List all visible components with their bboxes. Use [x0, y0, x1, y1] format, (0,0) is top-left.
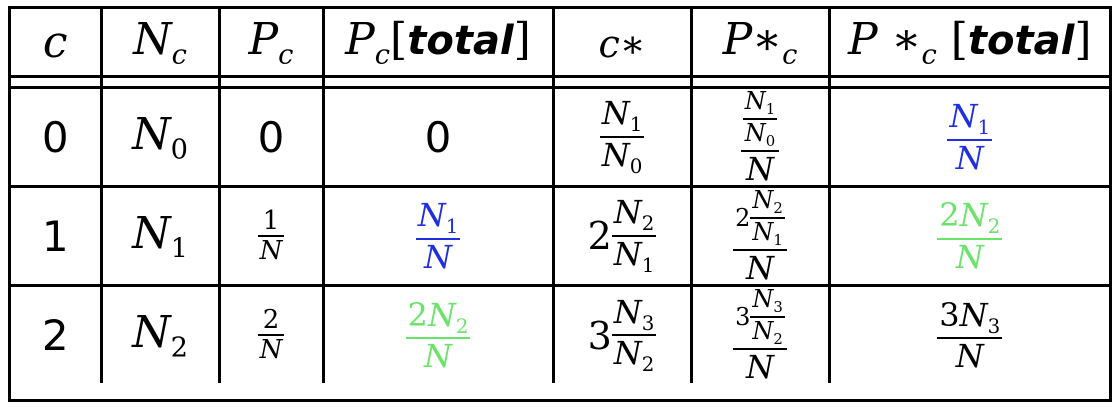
header-Pc: Pc [217, 9, 323, 77]
header-Nc: Nc [99, 9, 219, 77]
cell-c: 2 [11, 284, 101, 384]
good-turing-table-container: c Nc Pc Pc[total] c∗ P∗c P ∗c [total] 0 … [8, 6, 1112, 402]
header-c: c [42, 16, 68, 68]
cell-Nc: N1 [99, 185, 219, 286]
cell-Pc-total: 0 [321, 87, 553, 187]
cell-Nc: N2 [99, 284, 219, 384]
cell-Pstar-total: 2N2 N [827, 185, 1109, 286]
cell-Pstar-total: 3N3 N [827, 284, 1109, 384]
cell-Pc-total: N1 N [321, 185, 553, 286]
cell-Nc: N0 [99, 87, 219, 187]
table-row: 1 N1 1 N N1 N 2 [11, 185, 1109, 286]
cell-Pstar: 3 N3 N2 N [689, 284, 829, 384]
header-row: c Nc Pc Pc[total] c∗ P∗c P ∗c [total] [11, 9, 1109, 77]
header-separator [11, 75, 1109, 89]
cell-c: 0 [41, 112, 69, 162]
cell-Pstar: N1 N0 N [689, 87, 829, 187]
cell-cstar: N1 N0 [551, 87, 691, 187]
table-outer-border [8, 6, 1112, 402]
cell-Pstar-total: N1 N [827, 87, 1109, 187]
table-row: 0 N0 0 0 N1 N0 N1 [11, 87, 1109, 187]
table-row: 2 N2 2 N 2N2 N 3 [11, 284, 1109, 384]
cell-cstar: 2 N2 N1 [551, 185, 691, 286]
header-cstar: c∗ [551, 9, 691, 77]
cell-Pstar: 2 N2 N1 N [689, 185, 829, 286]
cell-Pc: 2 N [217, 284, 323, 384]
cell-c: 1 [11, 185, 101, 286]
good-turing-table: c Nc Pc Pc[total] c∗ P∗c P ∗c [total] 0 … [11, 9, 1109, 384]
cell-Pc: 0 [217, 87, 323, 187]
header-Pstar-total: P ∗c [total] [827, 9, 1109, 77]
cell-Pc: 1 N [217, 185, 323, 286]
cell-cstar: 3 N3 N2 [551, 284, 691, 384]
cell-Pc-total: 2N2 N [321, 284, 553, 384]
header-Pc-total: Pc[total] [321, 9, 553, 77]
header-Pstar: P∗c [689, 9, 829, 77]
